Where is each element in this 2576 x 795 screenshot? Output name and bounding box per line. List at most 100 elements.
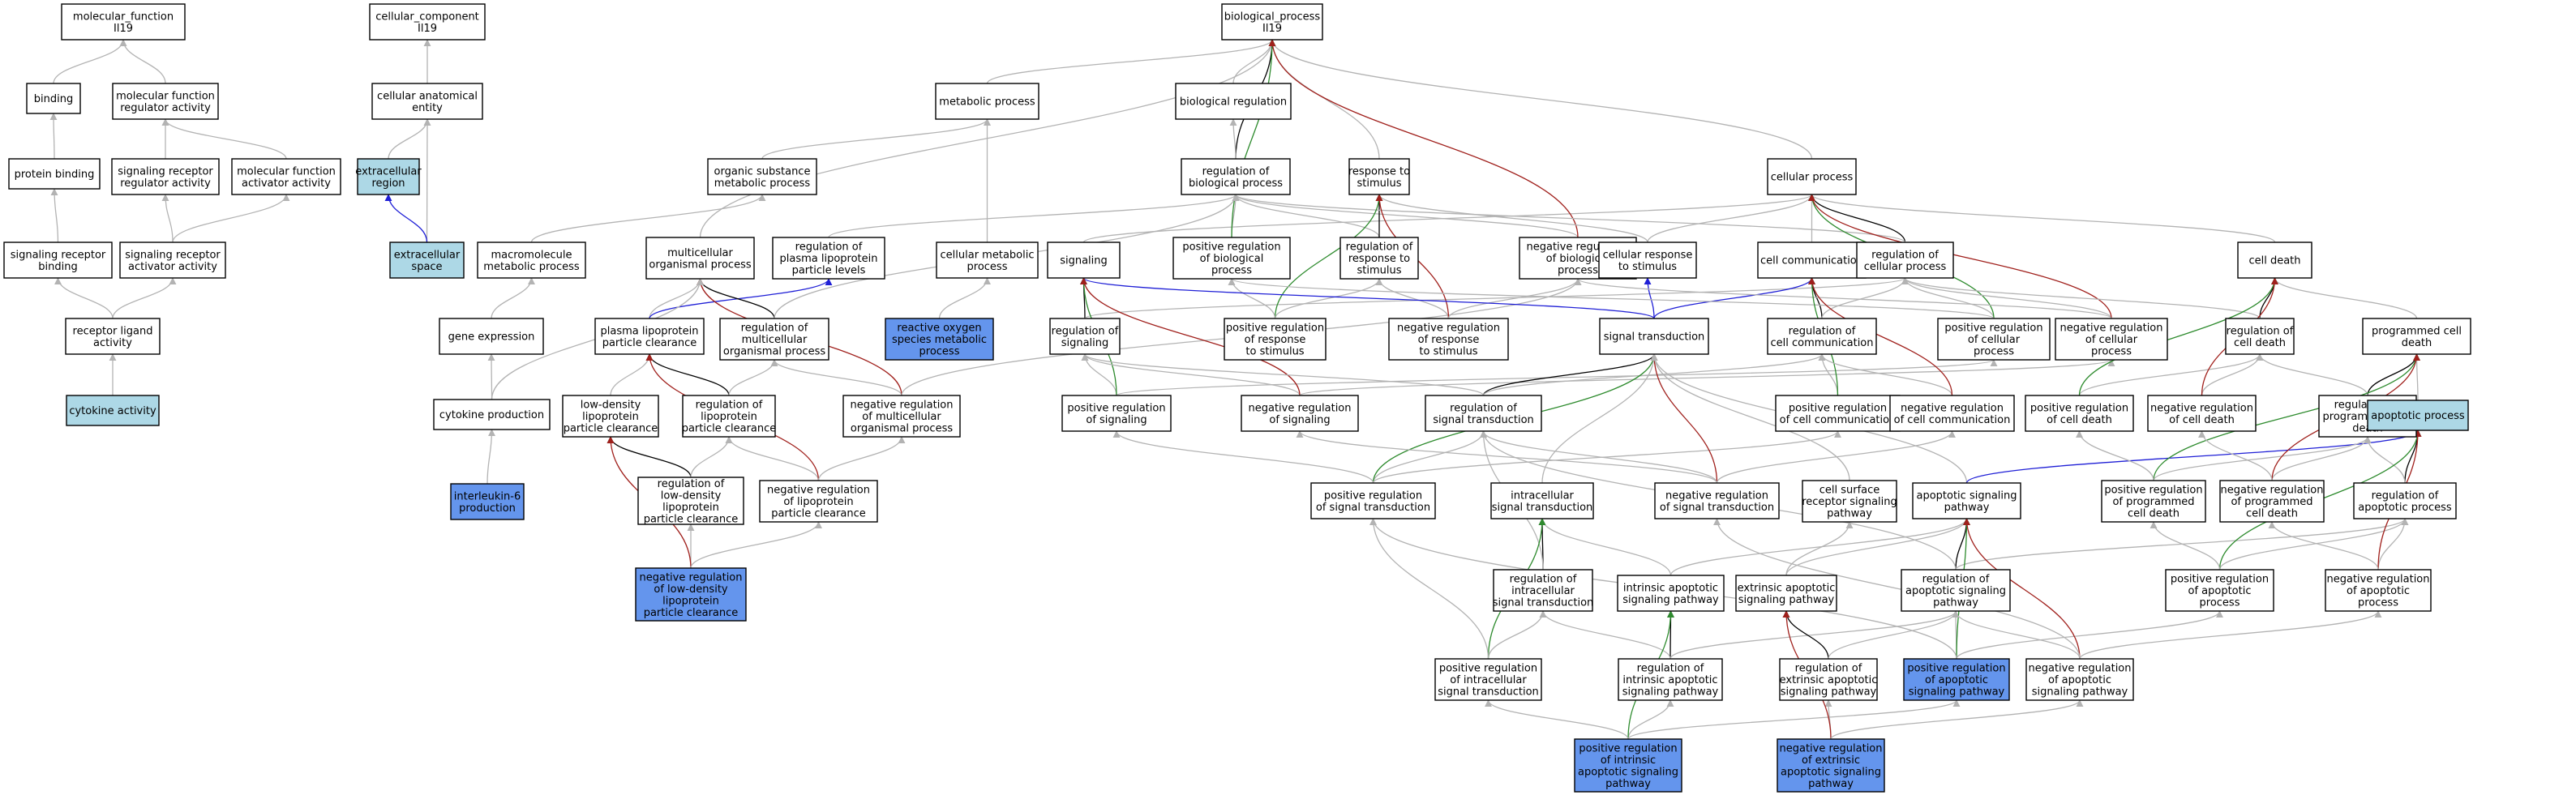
node-label-line: regulation of	[795, 241, 863, 254]
edge-extsp-to-extreg	[384, 194, 428, 243]
node-geneexp[interactable]: gene expression	[439, 318, 544, 355]
node-sigtrans[interactable]: signal transduction	[1599, 318, 1709, 355]
node-box	[2225, 318, 2295, 355]
node-label-line: metabolic process	[939, 96, 1035, 109]
node-regldlpc[interactable]: regulation oflow-densitylipoproteinparti…	[637, 477, 744, 525]
node-protbind[interactable]: protein binding	[8, 158, 101, 190]
node-label-line: signal transduction	[1492, 502, 1593, 514]
node-box	[369, 3, 486, 41]
node-celldeath[interactable]: cell death	[2237, 241, 2312, 279]
edge-negregsigtrans-to-regsigtrans	[1480, 430, 1718, 484]
node-cellcomm[interactable]: cell communication	[1757, 241, 1867, 279]
node-label-line: of cell communication	[1894, 414, 2011, 426]
node-metab[interactable]: metabolic process	[935, 83, 1039, 120]
node-cytprod[interactable]: cytokine production	[433, 399, 551, 430]
node-label-line: activity	[93, 337, 132, 349]
node-label-line: signaling pathway	[1781, 686, 1877, 699]
node-label-line: pathway	[1605, 778, 1651, 790]
edge-multi-to-bp	[699, 39, 1276, 238]
node-bind[interactable]: binding	[26, 83, 81, 114]
node-box	[66, 395, 160, 426]
node-label-line: organismal process	[723, 346, 825, 358]
node-cytact[interactable]: cytokine activity	[66, 395, 160, 426]
edge-recligand-to-sigrecbind	[54, 277, 114, 319]
node-box	[8, 158, 101, 190]
node-bioreg[interactable]: biological regulation	[1175, 83, 1292, 120]
node-label-line: cell death	[2248, 255, 2300, 267]
node-apop[interactable]: apoptotic process	[2367, 400, 2469, 431]
edge-posregapop-to-posregpcd	[2150, 521, 2221, 571]
node-signaling[interactable]: signaling	[1047, 241, 1121, 279]
node-cellproc[interactable]: cellular process	[1767, 158, 1857, 195]
